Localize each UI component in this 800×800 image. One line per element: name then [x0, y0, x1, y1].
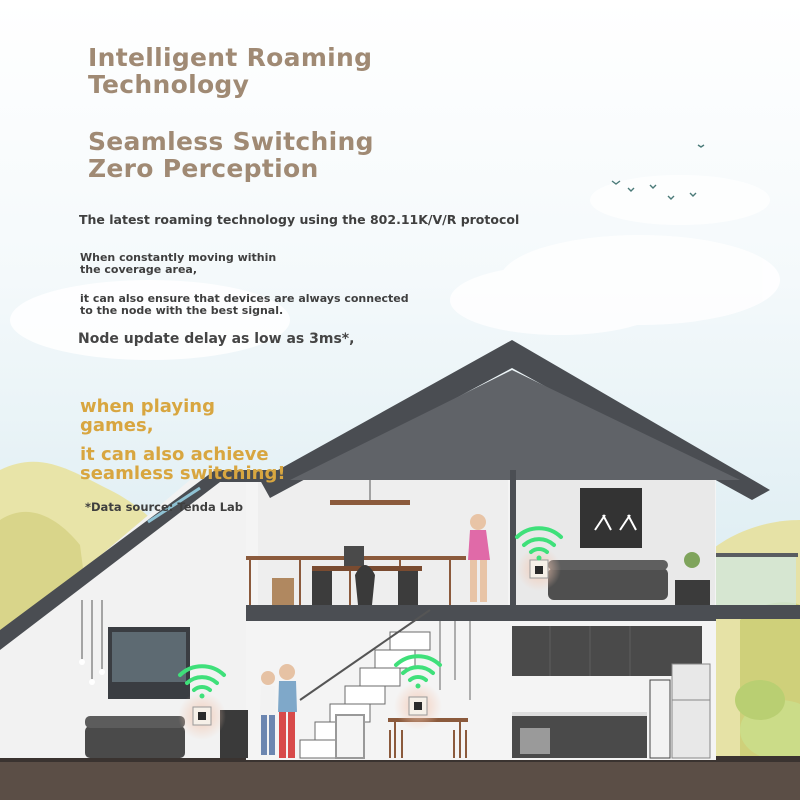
moving-text: When constantly moving within the covera…	[80, 251, 277, 276]
chair	[355, 565, 375, 605]
balcony-glass	[716, 555, 796, 605]
desk-drawer	[312, 571, 332, 605]
plant-upper	[684, 552, 700, 568]
fridge	[671, 663, 711, 759]
roof-trim	[147, 486, 201, 524]
delay-text: Node update delay as low as 3ms*,	[78, 331, 355, 347]
mesh-node-icon	[408, 696, 428, 716]
hanging-lamps	[81, 600, 103, 680]
sofa-upper	[548, 568, 668, 600]
antler-lines	[594, 514, 637, 531]
monitor	[344, 546, 364, 566]
antler-art	[580, 488, 642, 548]
divider-wall	[510, 470, 516, 610]
stair-rail	[299, 609, 431, 701]
oven	[520, 728, 550, 754]
headline-intelligent-roaming: Intelligent Roaming Technology	[88, 43, 373, 99]
headline-seamless-switching: Seamless Switching Zero Perception	[88, 127, 374, 183]
upper-cabinets	[512, 626, 702, 676]
cabinet	[272, 578, 294, 605]
frame-lower	[335, 714, 365, 759]
wifi-signal-icon	[178, 664, 226, 699]
protocol-text: The latest roaming technology using the …	[79, 212, 520, 227]
gaming-highlight-1: when playing games,	[80, 396, 215, 436]
dining-chairs	[389, 722, 467, 758]
countertop	[512, 712, 647, 716]
sofa-lower-back	[85, 716, 185, 728]
clouds	[10, 175, 780, 360]
woman-standing	[468, 514, 490, 602]
tv-screen	[112, 632, 186, 682]
side-cabinet	[675, 580, 710, 605]
ceiling-lamp	[330, 500, 410, 505]
wifi-signal-icon	[394, 654, 442, 689]
pendant-lights	[439, 621, 471, 700]
cabinet-lines	[549, 626, 631, 676]
balcony-rail	[716, 553, 798, 557]
roof-gable	[290, 370, 740, 480]
lamp-bulbs	[79, 659, 105, 685]
desk-drawer-2	[398, 571, 418, 605]
sofa-lower	[85, 726, 185, 758]
floor-slab	[246, 605, 716, 621]
data-source-footnote: *Data source: Tenda Lab	[85, 500, 244, 514]
couple	[260, 664, 297, 758]
gaming-highlight-2: it can also achieve seamless switching!	[80, 444, 286, 484]
ground	[0, 758, 800, 800]
mesh-node-icon	[192, 706, 212, 726]
wifi-signal-icon	[515, 526, 563, 561]
mesh-node-icon	[529, 559, 549, 579]
ensure-text: it can also ensure that devices are alwa…	[80, 292, 409, 317]
sofa-back	[548, 560, 668, 570]
shelving	[649, 679, 671, 759]
bird-icon	[611, 144, 705, 200]
balcony-slab	[716, 605, 800, 619]
